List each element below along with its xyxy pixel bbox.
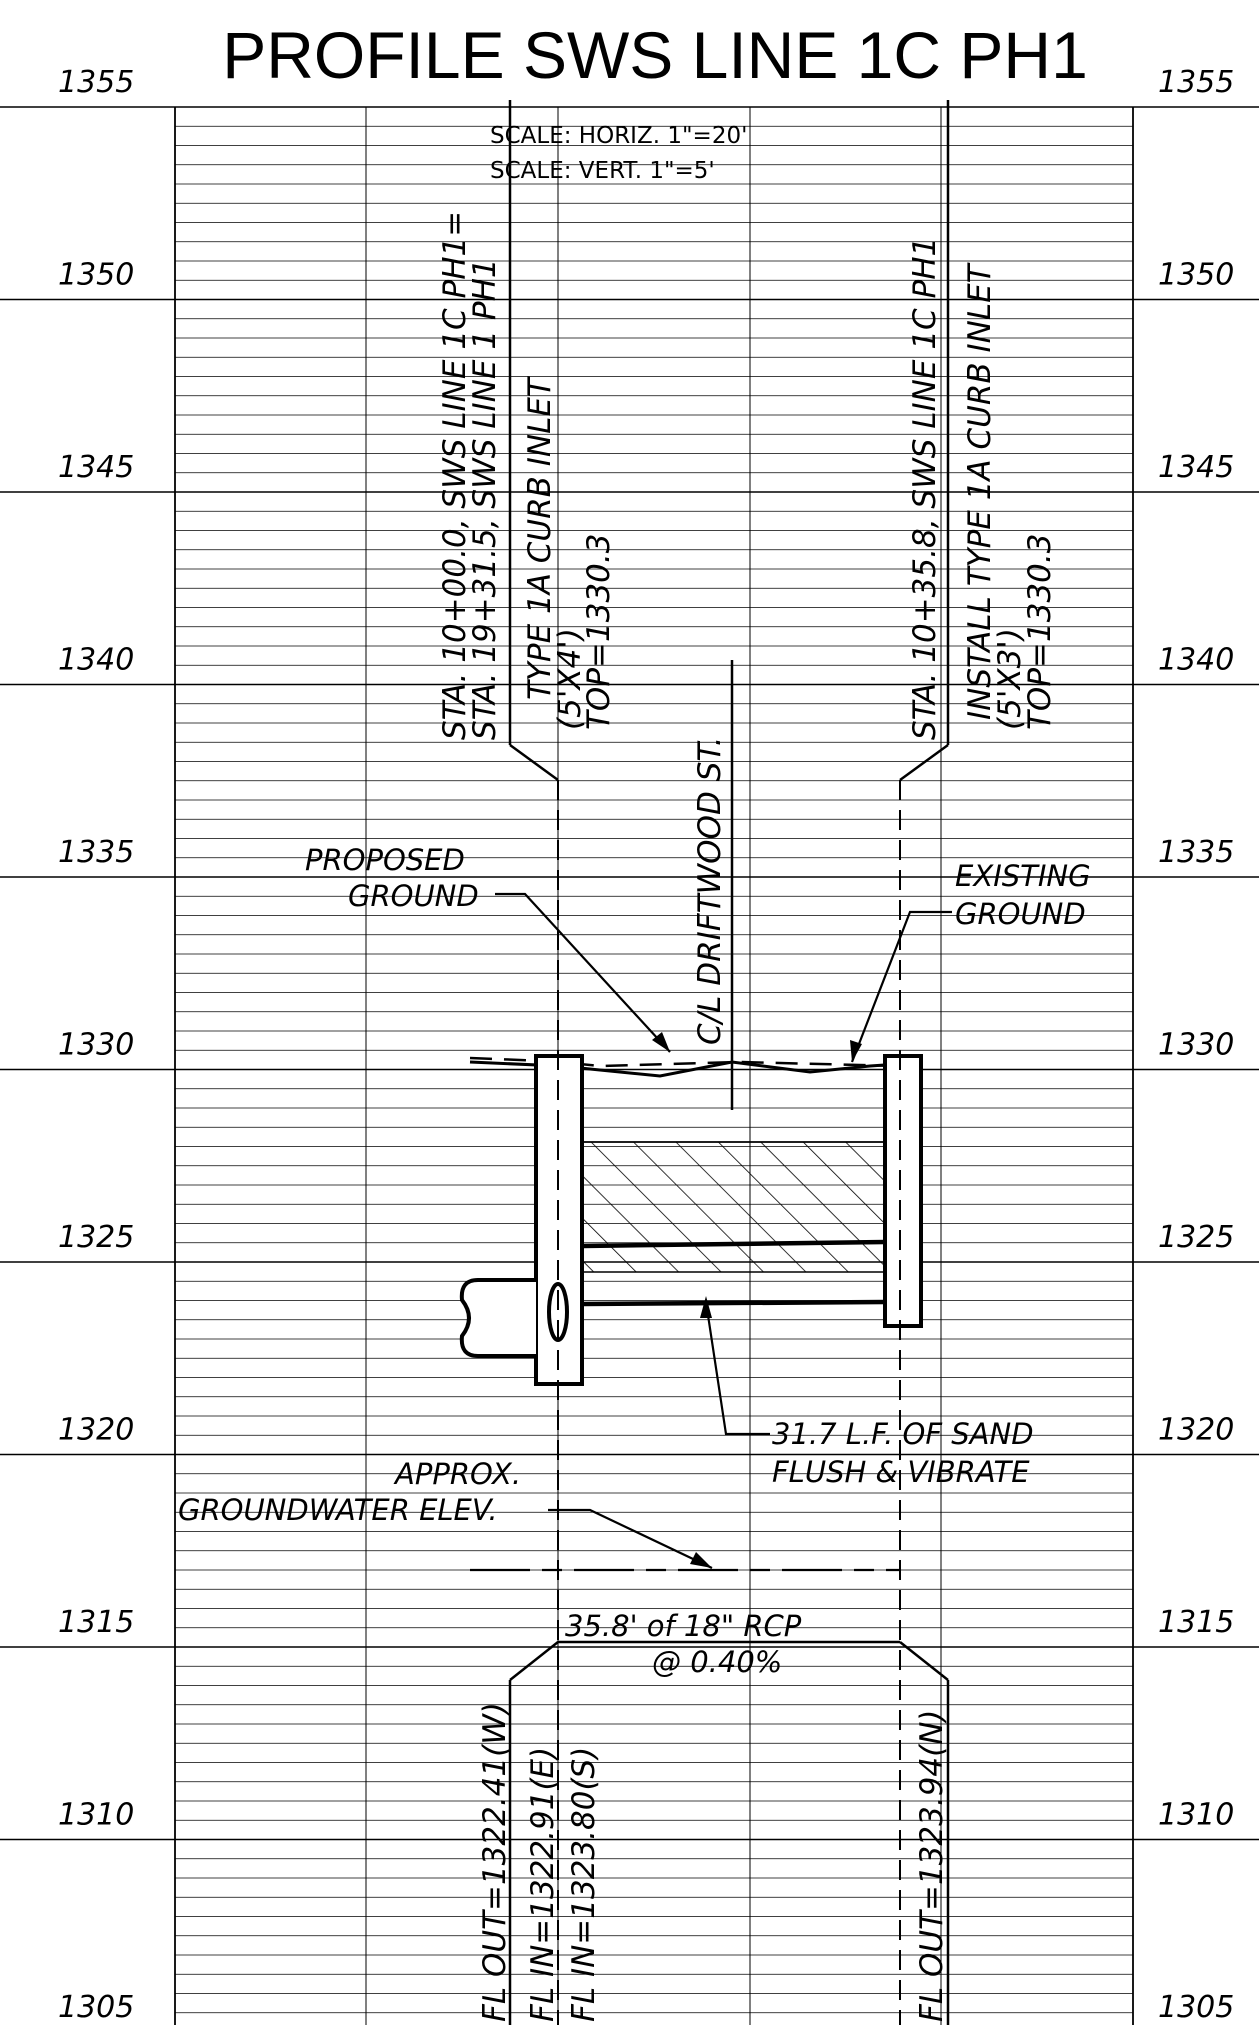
left-inlet-size: (5'X4'): [552, 628, 588, 730]
elevation-label-left: 1340: [58, 643, 134, 678]
elevation-label-left: 1305: [58, 1990, 134, 2025]
profile-grid: [0, 106, 1259, 2025]
left-station-label: STA. 10+00.0, SWS LINE 1C PH1=: [437, 211, 473, 740]
existing-ground-leader: [850, 910, 952, 1063]
existing-ground-arrowhead: [850, 1040, 862, 1062]
elevation-label-right: 1320: [1158, 1413, 1234, 1448]
pipe-bracket-left: [509, 1641, 559, 1681]
elevation-label-right: 1330: [1158, 1028, 1234, 1063]
elevation-label-right: 1350: [1158, 258, 1234, 293]
sand-fill-hatch: [583, 1142, 885, 1272]
right-station-label: STA. 10+35.8, SWS LINE 1C PH1: [907, 237, 943, 740]
groundwater-label-2: GROUNDWATER ELEV.: [178, 1493, 498, 1527]
drawing-title: PROFILE SWS LINE 1C PH1: [222, 18, 1088, 92]
left-inlet-top: TOP=1330.3: [581, 534, 617, 730]
right-inlet-top: TOP=1330.3: [1022, 534, 1058, 730]
scale-vertical: SCALE: VERT. 1"=5': [490, 158, 715, 184]
sand-leader: [704, 1301, 770, 1436]
elevation-label-right: 1310: [1158, 1798, 1234, 1833]
elevation-label-left: 1320: [58, 1413, 134, 1448]
left-fl-in-east: FL IN=1322.91(E): [525, 1747, 561, 2022]
west-pipe-stub: [459, 1278, 536, 1358]
elevation-labels: 1355 1355 1350 1350 1345 1345 1340 1340 1335 1335…: [58, 65, 1234, 2025]
sand-arrowhead: [700, 1296, 712, 1318]
right-fl-out: FL OUT=1323.94(N): [914, 1709, 950, 2022]
proposed-ground-label-2: GROUND: [348, 879, 479, 913]
scale-horizontal: SCALE: HORIZ. 1"=20': [490, 123, 747, 149]
existing-ground-label: EXISTING: [955, 859, 1091, 893]
left-inlet-pipe-opening: [547, 1282, 569, 1342]
elevation-label-left: 1330: [58, 1028, 134, 1063]
groundwater-leader: [548, 1508, 713, 1569]
right-structure-labels: [899, 100, 950, 782]
sand-label-2: FLUSH & VIBRATE: [772, 1455, 1030, 1489]
right-inlet-size: (5'X3'): [992, 628, 1028, 730]
proposed-ground-leader: [495, 892, 671, 1053]
elevation-label-right: 1345: [1158, 450, 1234, 485]
elevation-label-right: 1325: [1158, 1220, 1234, 1255]
pipe-label-bracket: [508, 1640, 950, 2025]
groundwater-label: APPROX.: [393, 1457, 521, 1491]
left-inlet-type: TYPE 1A CURB INLET: [522, 376, 558, 700]
pipe-invert: [582, 1299, 886, 1307]
elevation-label-right: 1315: [1158, 1605, 1234, 1640]
street-label: C/L DRIFTWOOD ST.: [692, 736, 728, 1045]
elevation-label-right: 1340: [1158, 643, 1234, 678]
elevation-label-left: 1355: [58, 65, 134, 100]
sand-label: 31.7 L.F. OF SAND: [772, 1417, 1034, 1451]
right-inlet-type: INSTALL TYPE 1A CURB INLET: [962, 262, 998, 720]
elevation-label-right: 1335: [1158, 835, 1234, 870]
right-leader-bend: [899, 743, 949, 782]
left-station-equation: STA. 19+31.5, SWS LINE 1 PH1: [467, 258, 503, 740]
existing-ground-label-2: GROUND: [955, 897, 1086, 931]
groundwater-arrowhead: [690, 1552, 712, 1568]
left-fl-in-south: FL IN=1323.80(S): [566, 1747, 602, 2022]
left-structure-labels: [508, 100, 559, 782]
elevation-label-left: 1310: [58, 1798, 134, 1833]
right-curb-inlet: [883, 1054, 923, 1328]
elevation-label-right: 1305: [1158, 1990, 1234, 2025]
proposed-ground-arrowhead: [652, 1032, 670, 1052]
elevation-label-left: 1350: [58, 258, 134, 293]
pipe-slope: @ 0.40%: [652, 1645, 782, 1679]
left-fl-out: FL OUT=1322.41(W): [477, 1702, 513, 2022]
left-leader-bend: [509, 743, 559, 782]
elevation-label-left: 1335: [58, 835, 134, 870]
pipe-label: 35.8' of 18" RCP: [565, 1609, 802, 1643]
elevation-label-left: 1325: [58, 1220, 134, 1255]
elevation-label-left: 1345: [58, 450, 134, 485]
pipe-crown: [582, 1239, 886, 1249]
elevation-label-right: 1355: [1158, 65, 1234, 100]
pipe-bracket-right: [899, 1641, 949, 1681]
proposed-ground-label: PROPOSED: [305, 843, 465, 877]
elevation-label-left: 1315: [58, 1605, 134, 1640]
